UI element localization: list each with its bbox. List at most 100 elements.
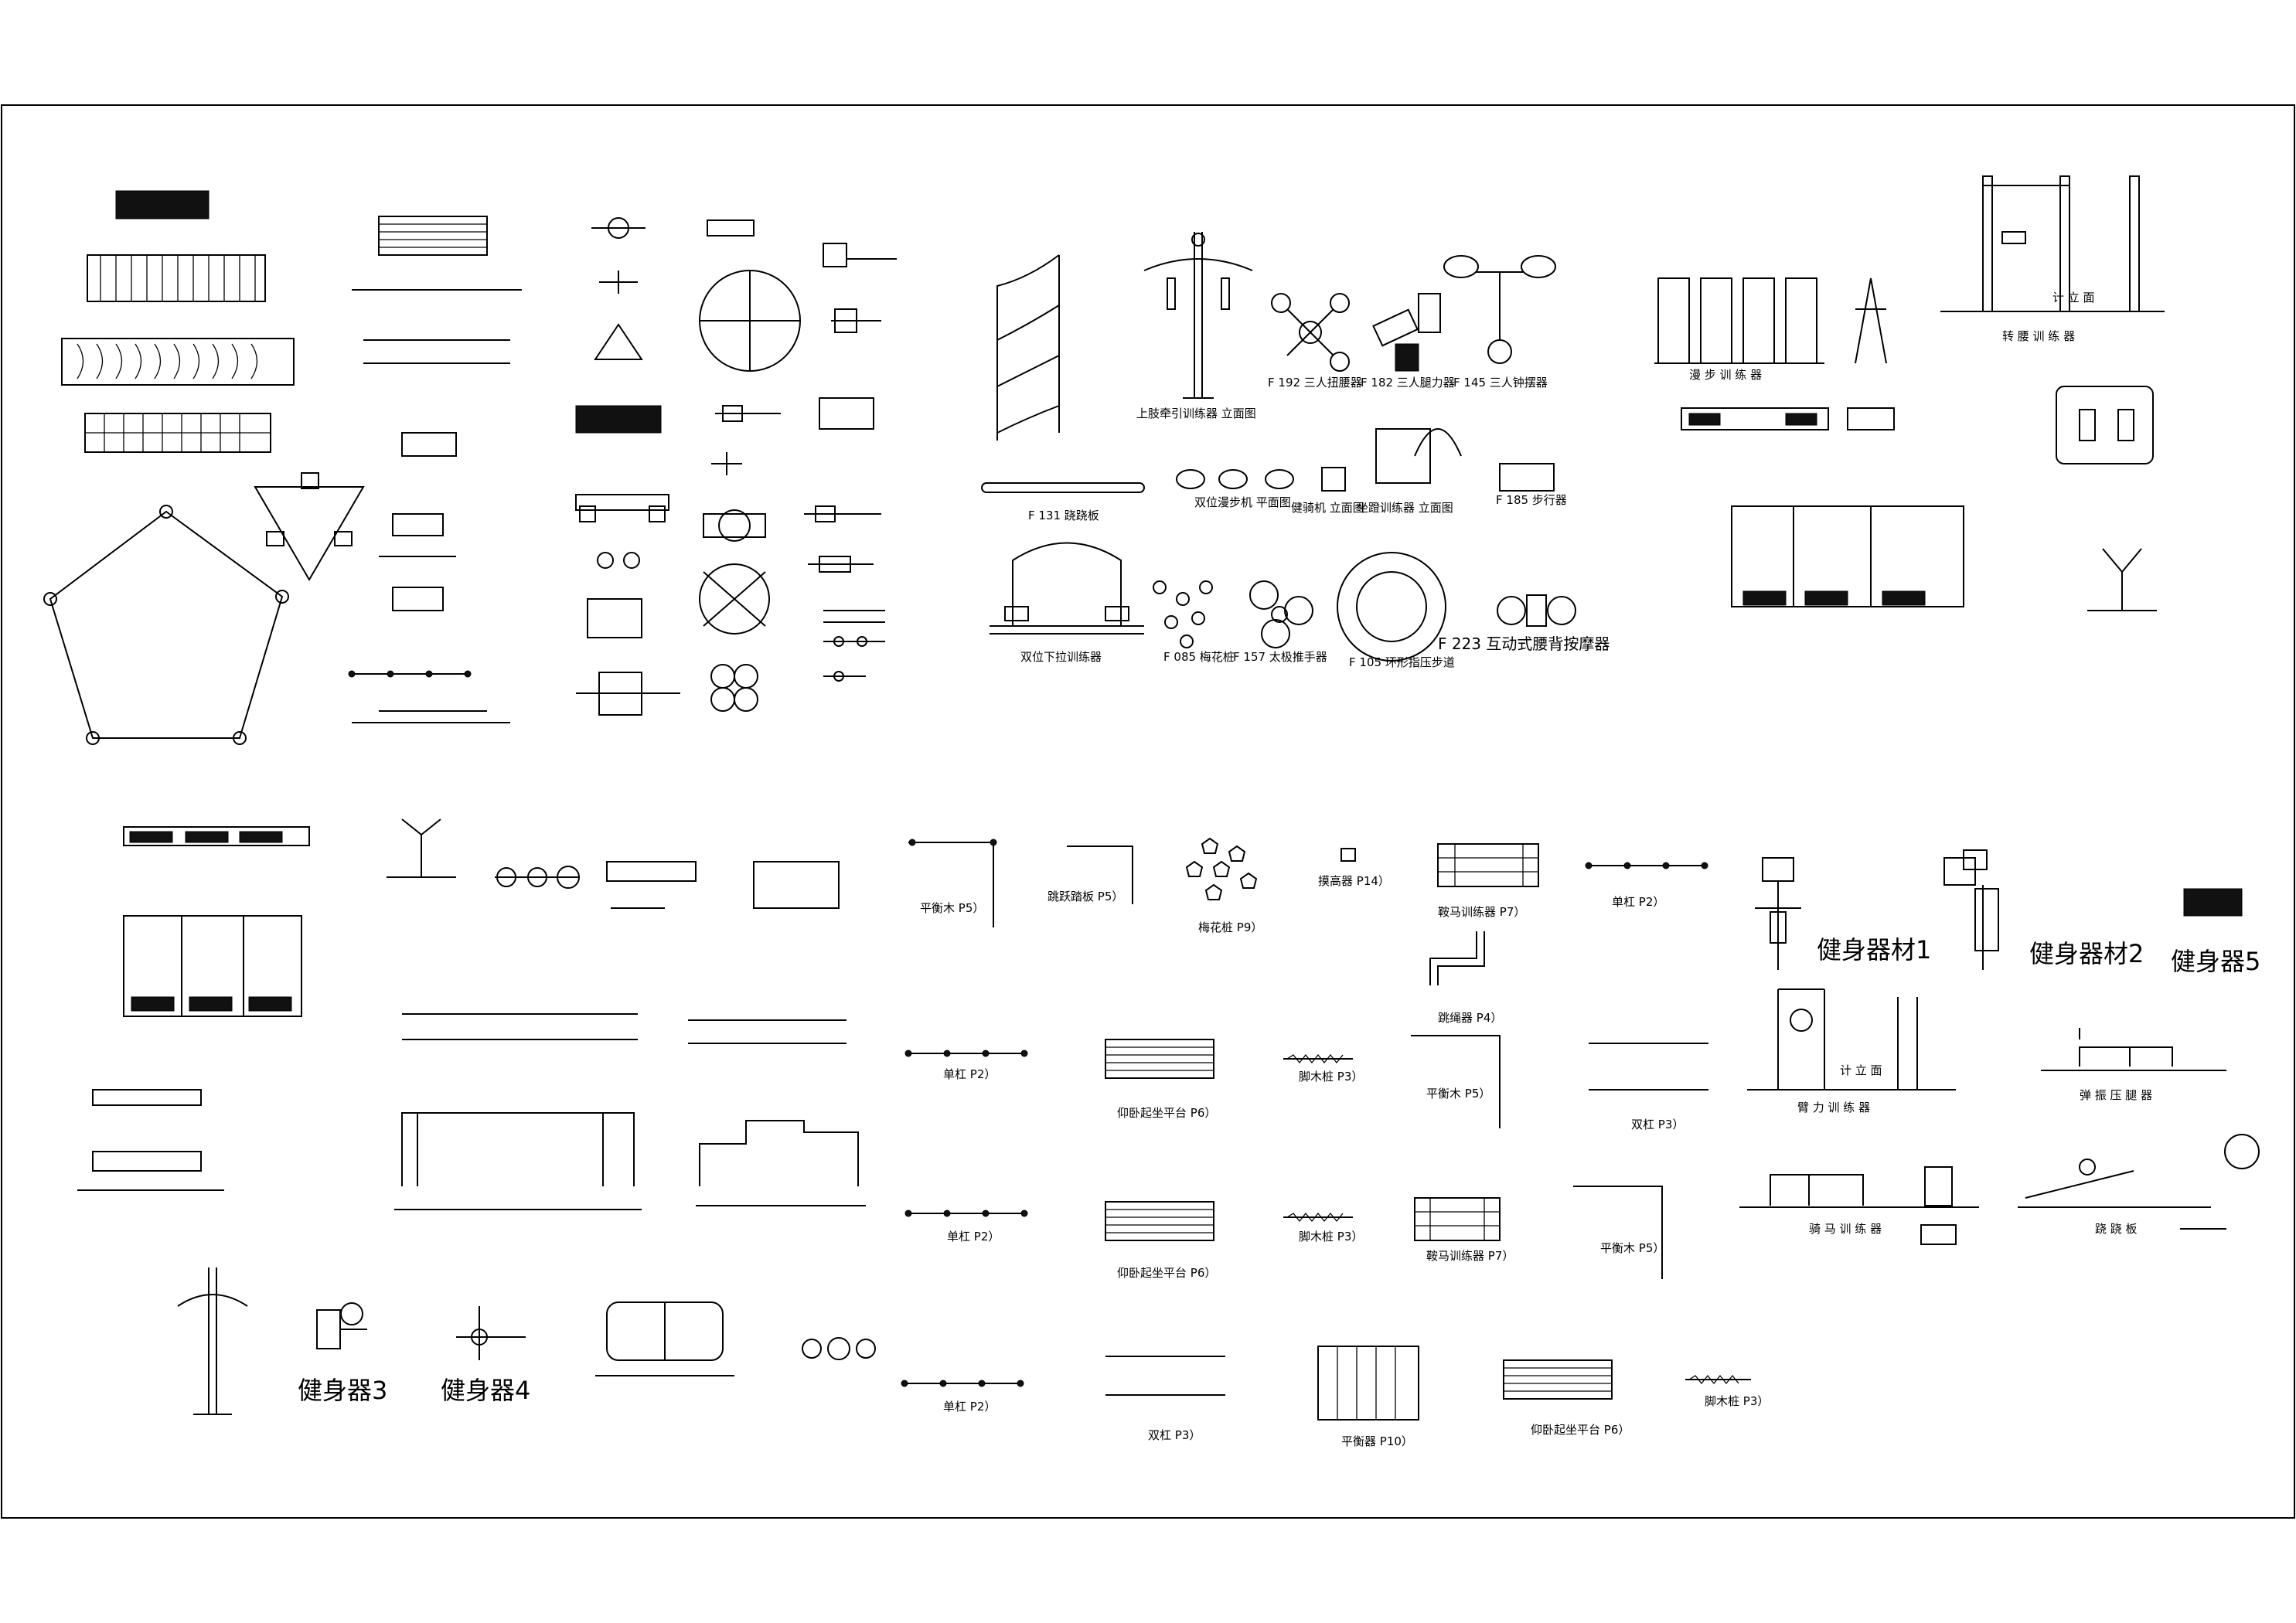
label-equipment-4: 健身器4	[441, 1376, 530, 1405]
label-single-bar-p2-2: 单杠 P2）	[943, 1067, 996, 1081]
label-seated-push: 坐蹬训练器 立面图	[1357, 501, 1453, 515]
balancer-p10	[1317, 1346, 1419, 1421]
label-foot-pile-p3-1: 脚木桩 P3）	[1299, 1070, 1363, 1084]
label-balance-p5-2: 平衡木 P5）	[1426, 1087, 1490, 1101]
label-equipment-3: 健身器3	[298, 1376, 387, 1405]
leg-force-trainer-symbol	[1372, 293, 1441, 372]
label-jump-board: 跳跃踏板 P5）	[1048, 890, 1123, 903]
label-seesaw: 跷 跷 板	[2095, 1222, 2138, 1236]
walker-plan-bottom	[123, 826, 310, 846]
horse-trainer-p7-2	[1414, 1197, 1501, 1241]
balance-beam-angle-1	[908, 839, 997, 927]
label-balance-p5-3: 平衡木 P5）	[1600, 1241, 1664, 1255]
label-rider: 健骑机 立面图	[1291, 501, 1364, 515]
taichi-pusher-plan	[1249, 580, 1313, 648]
equipment-5-symbol	[2183, 888, 2243, 917]
label-elev-1: 计 立 面	[2052, 291, 2095, 305]
seesaw-elevation	[2018, 1134, 2260, 1230]
waist-back-massager	[1497, 594, 1576, 627]
label-equipment-2: 健身器材2	[2029, 939, 2144, 968]
label-rope-jumper: 跳绳器 P4）	[1438, 1011, 1502, 1025]
label-walking-trainer: 漫 步 训 练 器	[1689, 368, 1762, 382]
label-massager: F 223 互动式腰背按摩器	[1438, 635, 1610, 653]
walker-front-elevation	[1731, 505, 1964, 607]
label-twist-waist: F 192 三人扭腰器	[1268, 376, 1362, 390]
jump-board-angle	[1067, 846, 1133, 904]
foot-pile-p3-3	[1685, 1374, 1751, 1385]
double-bar-p3-1	[1589, 1043, 1708, 1091]
balance-beam-angle-3	[1573, 1186, 1663, 1279]
twist-plan	[2056, 386, 2154, 464]
double-pulldown-bottom	[595, 1301, 734, 1376]
arm-strength-trainer	[1747, 988, 1956, 1091]
disc-trainer-plan	[495, 866, 580, 889]
pendulum-trainer-symbol	[1443, 255, 1556, 364]
label-situp-p6-3: 仰卧起坐平台 P6）	[1531, 1423, 1630, 1437]
ladder-top-view-group	[61, 190, 295, 453]
label-seesaw-131: F 131 跷跷板	[1028, 509, 1099, 522]
label-foot-pile-p3-2: 脚木桩 P3）	[1299, 1230, 1363, 1244]
climbing-wall-elevation	[996, 254, 1060, 441]
equipment-3-symbol	[316, 1302, 367, 1349]
label-acupressure: F 105 环形指压步道	[1349, 655, 1455, 669]
label-equipment-5: 健身器5	[2171, 947, 2260, 976]
double-bar-p3-2	[1105, 1356, 1225, 1396]
label-stepper: F 185 步行器	[1496, 493, 1567, 507]
pulldown-trainer-bottom	[177, 1267, 248, 1415]
touch-height-p14	[1340, 848, 1356, 862]
foot-pile-p3-2	[1283, 1212, 1353, 1223]
y-frame-elevation	[387, 818, 456, 878]
bench-elevations	[606, 861, 840, 909]
beam-elevation-bottom	[77, 1089, 224, 1191]
label-taichi: F 157 太极推手器	[1233, 650, 1327, 664]
equipment-1-symbol	[1755, 857, 1801, 970]
parallel-bars-elevation	[394, 1112, 642, 1210]
ring-acupressure-path	[1337, 552, 1446, 662]
label-plum-pile-p9: 梅花桩 P9）	[1198, 920, 1262, 934]
equipment-2-symbol	[1943, 849, 1999, 970]
upper-limb-traction-trainer	[1143, 232, 1253, 399]
disc-trainer-plan-2	[802, 1337, 876, 1360]
label-pendulum: F 145 三人钟摆器	[1453, 376, 1548, 390]
label-balance-p5-1: 平衡木 P5）	[920, 901, 984, 915]
bench-bar-group-1	[348, 216, 522, 723]
equipment-symbols-grid	[575, 217, 897, 716]
label-foot-pile-p3-3: 脚木桩 P3）	[1705, 1394, 1769, 1408]
label-leg-press: 弹 振 压 腿 器	[2080, 1088, 2152, 1102]
long-bars-bottom	[402, 1013, 847, 1044]
label-elev-2: 计 立 面	[1840, 1063, 1882, 1077]
pentagon-path-plan	[43, 472, 365, 745]
rope-jumper-p4	[1429, 931, 1485, 985]
plum-pile-plan	[1153, 580, 1213, 648]
walker-elevation-bottom	[123, 915, 302, 1017]
label-plum-pile: F 085 梅花桩	[1163, 650, 1235, 664]
sheet-border	[1, 104, 2295, 1519]
horse-riding-trainer	[1739, 1166, 1979, 1245]
label-double-bar-p3-2: 双杠 P3）	[1148, 1428, 1201, 1442]
walking-trainer-elevation	[1654, 277, 1887, 364]
balance-beam-angle-2	[1411, 1035, 1501, 1128]
label-horse-p7-2: 鞍马训练器 P7）	[1426, 1249, 1514, 1263]
label-situp-p6-2: 仰卧起坐平台 P6）	[1117, 1266, 1216, 1280]
twist-elevation-small	[2087, 548, 2157, 611]
label-riding-trainer: 骑 马 训 练 器	[1809, 1222, 1882, 1236]
walking-machine-plan	[1176, 428, 1555, 492]
double-pulldown-trainer	[990, 542, 1144, 635]
label-touch-height: 摸高器 P14）	[1318, 874, 1390, 888]
leg-press-trainer	[2041, 1028, 2226, 1071]
label-double-walker: 双位漫步机 平面图	[1194, 495, 1291, 509]
plum-pile-p9	[1185, 837, 1258, 900]
label-single-bar-p2-4: 单杠 P2）	[943, 1400, 996, 1414]
label-arm-trainer: 臂 力 训 练 器	[1797, 1101, 1870, 1114]
walker-plan	[1681, 407, 1895, 430]
label-twist-trainer: 转 腰 训 练 器	[2002, 329, 2075, 343]
horse-trainer-p7-1	[1437, 843, 1539, 887]
label-single-bar-p2-3: 单杠 P2）	[947, 1230, 1000, 1244]
label-double-bar-p3-1: 双杠 P3）	[1631, 1118, 1684, 1131]
label-leg-force: F 182 三人腿力器	[1361, 376, 1455, 390]
label-single-bar-p2-1: 单杠 P2）	[1612, 895, 1664, 909]
label-balancer-p10: 平衡器 P10）	[1341, 1434, 1413, 1448]
seesaw-top	[981, 482, 1145, 493]
twist-trainer-elevation	[1940, 175, 2165, 312]
